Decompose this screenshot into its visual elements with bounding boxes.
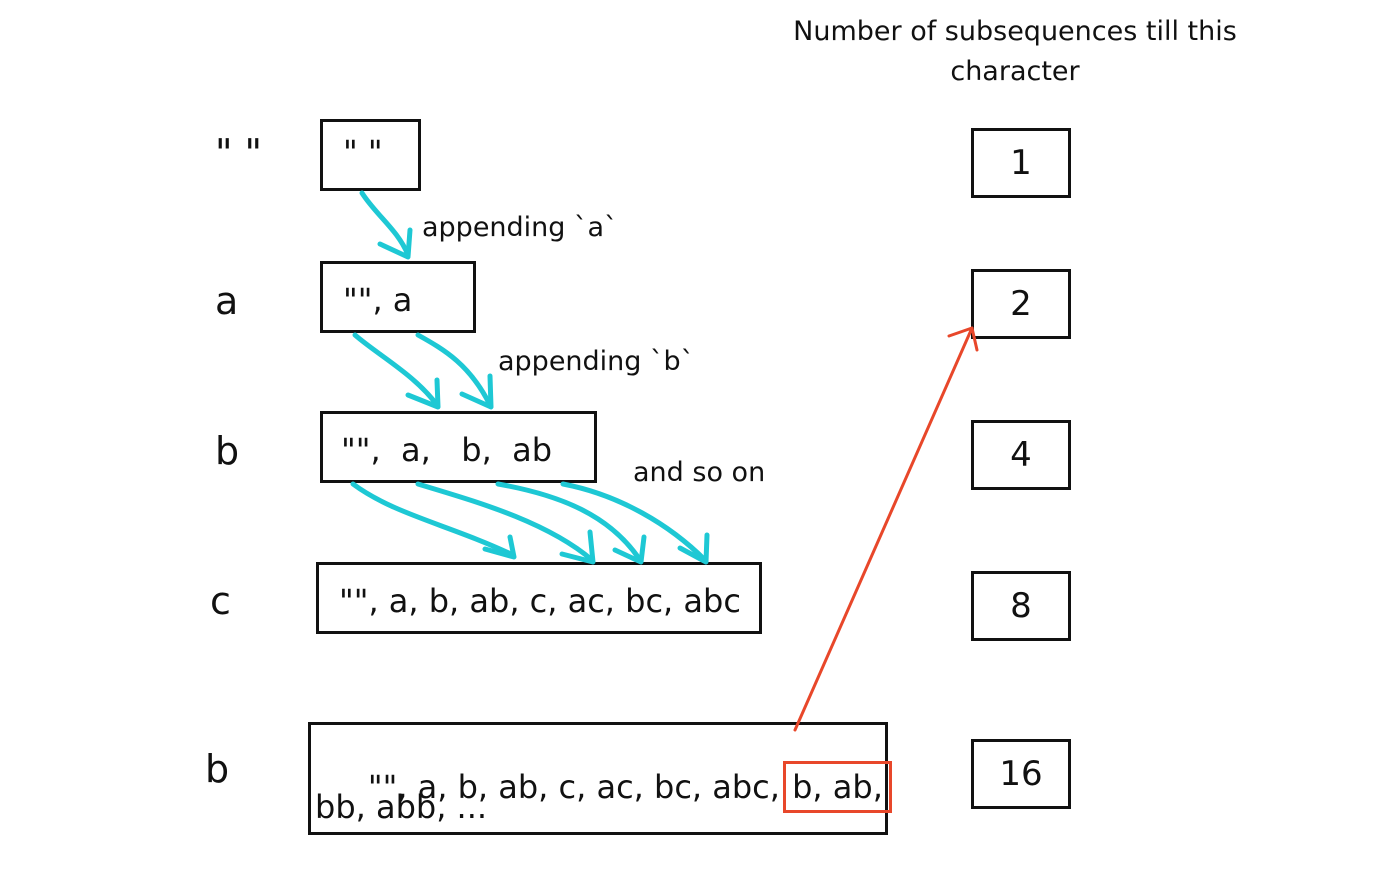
count-value: 4 xyxy=(1010,435,1032,475)
subsequence-text: "", a, b, ab xyxy=(341,431,552,469)
arrow-a-to-b-2 xyxy=(415,332,494,410)
subsequence-box-a: "", a xyxy=(320,261,476,333)
subsequence-text: "", a, b, ab, c, ac, bc, abc xyxy=(339,582,741,620)
note-and-so-on: and so on xyxy=(633,457,766,488)
arrow-b-to-c-2 xyxy=(415,481,596,565)
subsequence-text-line2: bb, abb, ... xyxy=(315,788,488,826)
count-box-1: 1 xyxy=(971,128,1071,198)
count-box-8: 8 xyxy=(971,571,1071,641)
arrow-b-to-c-1 xyxy=(350,481,517,560)
subsequence-text: "", a, b, ab, c, ac, bc, abc, xyxy=(357,768,791,806)
count-column-header: Number of subsequences till this charact… xyxy=(793,16,1237,87)
subsequence-text: " " xyxy=(343,133,383,171)
row-label-empty: " " xyxy=(215,131,263,175)
count-value: 16 xyxy=(999,754,1043,794)
arrow-appending-a xyxy=(359,190,413,260)
subsequence-box-b: "", a, b, ab xyxy=(320,411,597,483)
arrow-b-to-c-3 xyxy=(495,481,647,565)
arrow-b-to-c-4 xyxy=(560,481,710,565)
subsequence-box-b-second: "", a, b, ab, c, ac, bc, abc, b, ab, bb,… xyxy=(308,722,892,835)
subsequence-text: "", a xyxy=(343,281,413,319)
note-appending-b: appending `b` xyxy=(498,346,695,377)
count-value: 8 xyxy=(1010,586,1032,626)
count-value: 1 xyxy=(1010,143,1032,183)
row-label-b: b xyxy=(215,429,240,473)
note-appending-a: appending `a` xyxy=(422,212,618,243)
count-box-16: 16 xyxy=(971,739,1071,809)
count-value: 2 xyxy=(1010,284,1032,324)
count-box-2: 2 xyxy=(971,269,1071,339)
highlighted-repeat-subsequences: b, ab, xyxy=(783,761,892,813)
row-label-a: a xyxy=(215,279,239,323)
subsequence-box-empty: " " xyxy=(320,119,421,191)
arrow-a-to-b-1 xyxy=(352,332,441,410)
row-label-c: c xyxy=(210,579,231,623)
arrow-repeat-to-count-2 xyxy=(793,326,979,732)
subsequence-box-c: "", a, b, ab, c, ac, bc, abc xyxy=(316,562,762,634)
count-box-4: 4 xyxy=(971,420,1071,490)
row-label-b-second: b xyxy=(205,747,230,791)
